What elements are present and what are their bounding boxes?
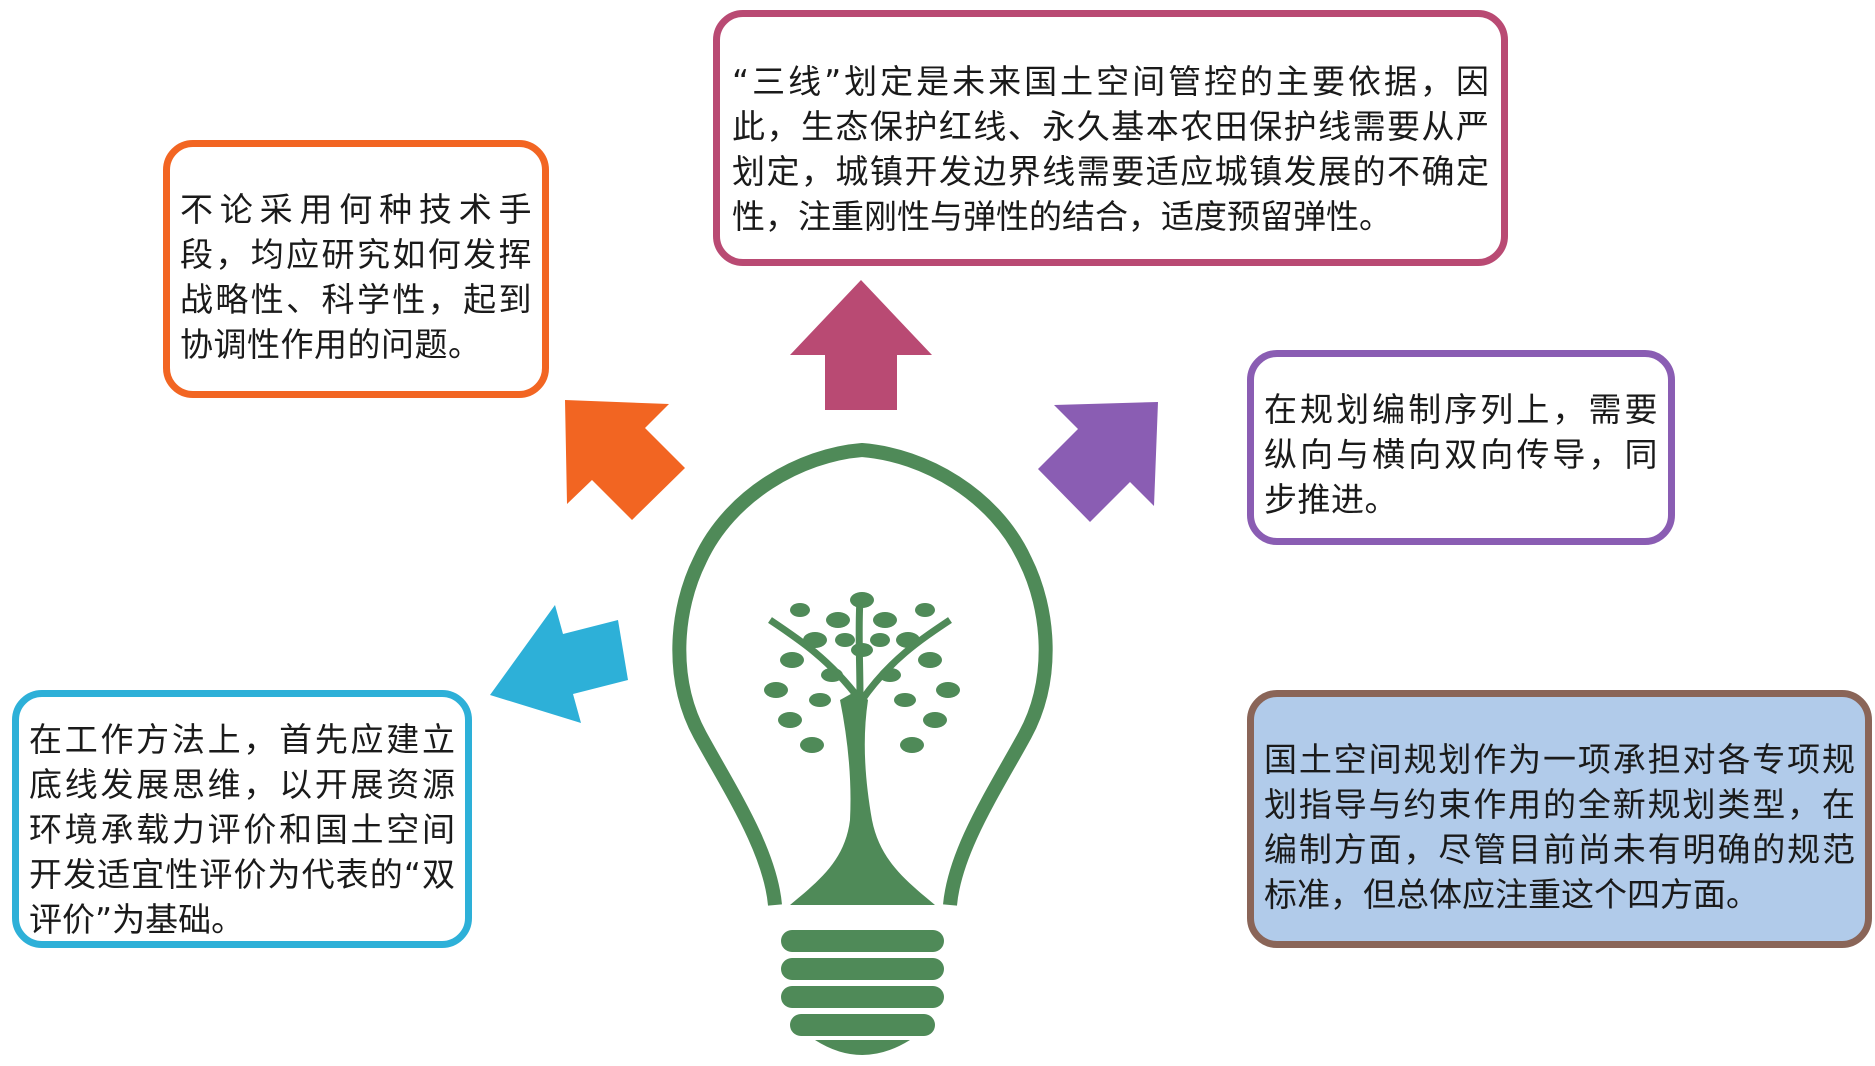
box-purple-text: 在规划编制序列上，需要纵向与横向双向传导，同步推进。 — [1264, 390, 1658, 519]
box-blue: 在工作方法上，首先应建立底线发展思维，以开展资源环境承载力评价和国土空间开发适宜… — [12, 690, 472, 948]
lightbulb-tree-icon — [672, 443, 1053, 1055]
box-orange: 不论采用何种技术手段，均应研究如何发挥战略性、科学性，起到协调性作用的问题。 — [163, 140, 549, 398]
box-blue-text: 在工作方法上，首先应建立底线发展思维，以开展资源环境承载力评价和国土空间开发适宜… — [29, 720, 455, 939]
box-orange-text: 不论采用何种技术手段，均应研究如何发挥战略性、科学性，起到协调性作用的问题。 — [180, 190, 532, 364]
arrow-up-icon — [790, 280, 932, 410]
arrow-up-left-icon — [565, 400, 685, 520]
box-purple: 在规划编制序列上，需要纵向与横向双向传导，同步推进。 — [1247, 350, 1675, 545]
box-magenta: “三线”划定是未来国土空间管控的主要依据，因此，生态保护红线、永久基本农田保护线… — [713, 10, 1508, 266]
box-brown-text: 国土空间规划作为一项承担对各专项规划指导与约束作用的全新规划类型，在编制方面，尽… — [1264, 740, 1855, 914]
arrow-left-icon — [490, 605, 628, 723]
box-magenta-text: “三线”划定是未来国土空间管控的主要依据，因此，生态保护红线、永久基本农田保护线… — [732, 62, 1489, 236]
box-brown: 国土空间规划作为一项承担对各专项规划指导与约束作用的全新规划类型，在编制方面，尽… — [1247, 690, 1872, 948]
arrow-up-right-icon — [1038, 402, 1158, 522]
